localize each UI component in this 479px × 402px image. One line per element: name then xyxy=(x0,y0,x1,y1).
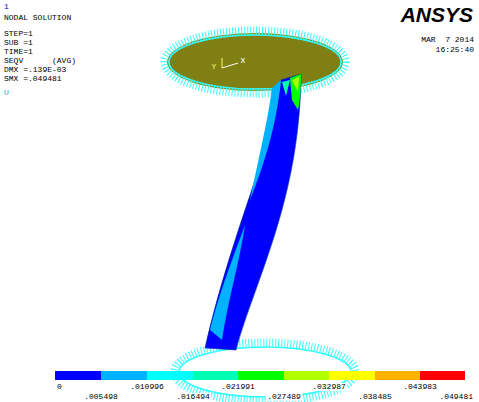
time: 16:25:40 xyxy=(436,46,474,54)
strip-hot-spot xyxy=(282,80,290,96)
legend-value: 0 xyxy=(56,383,63,391)
strip-edge-shade xyxy=(210,225,245,340)
result-item: SEQV (AVG) xyxy=(4,57,76,65)
strip-hot-spot xyxy=(290,74,301,110)
legend-value: .043983 xyxy=(402,383,438,391)
step-info: STEP=1 xyxy=(4,30,33,38)
axis-label: X xyxy=(241,57,246,65)
plot-type: NODAL SOLUTION xyxy=(4,14,71,22)
legend-value: .032987 xyxy=(311,383,347,391)
top-constraint-ring xyxy=(169,35,341,89)
max-displacement: DMX =.139E-03 xyxy=(4,66,66,74)
axis-triad xyxy=(222,58,223,68)
strip-body xyxy=(205,74,301,350)
legend-value: .038485 xyxy=(357,393,393,401)
legend-value: .010996 xyxy=(129,383,165,391)
legend-value: .021991 xyxy=(220,383,256,391)
substep-info: SUB =1 xyxy=(4,39,33,47)
color-bar xyxy=(55,371,465,380)
axis-label: Y xyxy=(212,63,217,71)
legend-value: .005498 xyxy=(83,393,119,401)
window-number: 1 xyxy=(4,3,9,11)
max-stress: SMX =.049481 xyxy=(4,75,62,83)
time-info: TIME=1 xyxy=(4,48,33,56)
bottom-constraint-marks xyxy=(175,343,355,401)
constraint-symbol: U xyxy=(4,89,9,97)
bottom-constraint-ring xyxy=(179,347,351,397)
axis-triad xyxy=(222,63,238,68)
logo: ANSYS xyxy=(401,4,473,25)
legend-value: .049481 xyxy=(438,393,474,401)
strip-hot-spot xyxy=(292,77,299,92)
strip-edge-shade xyxy=(250,80,281,200)
top-face xyxy=(167,33,343,91)
top-constraint-marks xyxy=(165,31,345,93)
date: MAR 7 2014 xyxy=(421,36,474,44)
legend-value: .016494 xyxy=(175,393,211,401)
legend-value: .027489 xyxy=(266,393,302,401)
